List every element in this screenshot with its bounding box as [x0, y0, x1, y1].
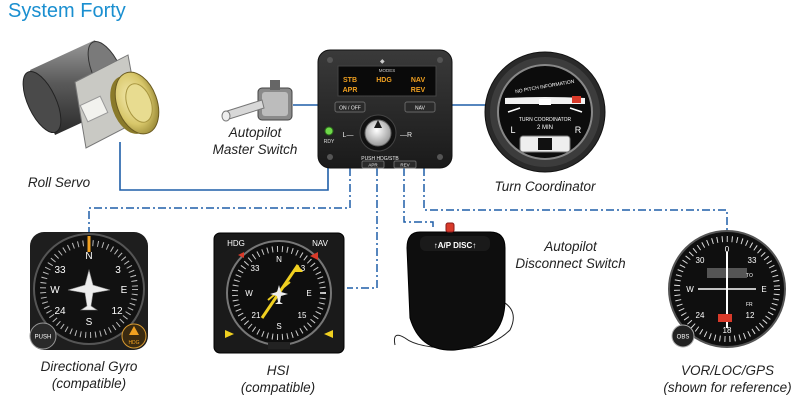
disconnect-caption: Autopilot Disconnect Switch — [515, 239, 626, 271]
tc-right: R — [575, 125, 582, 135]
nav-button[interactable]: NAV — [404, 101, 436, 113]
svg-text:HDG: HDG — [128, 340, 139, 346]
mode-hdg: HDG — [376, 77, 392, 84]
svg-text:33: 33 — [251, 264, 260, 273]
dg-hdg-knob[interactable]: HDG — [121, 323, 147, 349]
tc-label: TURN COORDINATOR — [519, 117, 572, 123]
autopilot-controller: ◆ MODES STB HDG NAV APR REV ON / OFF NAV… — [317, 49, 453, 169]
hsi-nav-label: NAV — [312, 239, 329, 248]
svg-text:12: 12 — [746, 311, 755, 320]
svg-text:15: 15 — [298, 311, 307, 320]
svg-text:W: W — [686, 285, 694, 294]
dashed-wires — [88, 168, 728, 289]
svg-text:E: E — [306, 289, 311, 298]
disconnect-label: ↑A/P DISC↑ — [434, 241, 477, 250]
dg-caption: Directional Gyro (compatible) — [40, 359, 138, 391]
svg-text:◆: ◆ — [380, 59, 385, 65]
turn-coordinator-caption: Turn Coordinator — [494, 179, 596, 194]
tc-left: L — [510, 125, 515, 135]
svg-text:ON / OFF: ON / OFF — [339, 106, 361, 112]
obs-knob[interactable]: OBS — [671, 324, 695, 348]
roll-servo-caption: Roll Servo — [27, 175, 91, 190]
heading-knob[interactable] — [359, 114, 397, 152]
svg-text:33: 33 — [748, 256, 757, 265]
svg-text:FR: FR — [746, 302, 753, 308]
hsi-hdg-label: HDG — [227, 239, 245, 248]
svg-text:3: 3 — [301, 264, 306, 273]
mode-stb: STB — [343, 77, 357, 84]
dg-push-knob[interactable]: PUSH — [29, 322, 57, 350]
svg-text:OBS: OBS — [677, 335, 690, 341]
push-label: PUSH HDG/STB — [361, 156, 399, 162]
svg-text:0: 0 — [725, 245, 730, 254]
svg-text:12: 12 — [111, 306, 123, 317]
svg-text:S: S — [86, 317, 93, 328]
solid-wires — [119, 104, 487, 191]
svg-text:N: N — [276, 255, 282, 264]
turn-coordinator: NO PITCH INFORMATION TURN COORDINATOR 2 … — [484, 51, 606, 173]
svg-text:24: 24 — [696, 311, 705, 320]
svg-text:21: 21 — [252, 311, 261, 320]
svg-text:18: 18 — [723, 326, 732, 335]
svg-text:3: 3 — [115, 265, 121, 276]
knob-left-label: L— — [343, 132, 354, 139]
svg-text:NAV: NAV — [415, 106, 426, 112]
on-off-button[interactable]: ON / OFF — [334, 101, 366, 113]
master-switch[interactable] — [221, 80, 293, 122]
ready-label: RDY — [324, 139, 335, 145]
svg-text:APR: APR — [368, 163, 378, 168]
modes-label: MODES — [379, 68, 396, 73]
apr-button[interactable]: APR — [361, 160, 385, 169]
svg-text:E: E — [121, 285, 128, 296]
svg-text:33: 33 — [54, 265, 66, 276]
svg-text:TO: TO — [746, 273, 753, 279]
ready-light — [324, 126, 334, 136]
hsi-caption: HSI (compatible) — [240, 363, 316, 395]
svg-text:24: 24 — [54, 306, 66, 317]
roll-servo — [22, 40, 160, 149]
master-switch-caption: Autopilot Master Switch — [212, 125, 298, 157]
disconnect-switch: ↑A/P DISC↑ — [394, 222, 514, 351]
svg-text:PUSH: PUSH — [35, 335, 52, 341]
vor-caption: VOR/LOC/GPS (shown for reference) — [663, 363, 792, 395]
mode-nav: NAV — [411, 77, 426, 84]
page-title: System Forty — [8, 0, 126, 22]
svg-text:S: S — [276, 322, 281, 331]
mode-apr: APR — [343, 87, 358, 94]
knob-right-label: —R — [400, 132, 412, 139]
tc-sub: 2 MIN — [537, 125, 553, 131]
svg-text:30: 30 — [696, 256, 705, 265]
svg-text:E: E — [761, 285, 766, 294]
svg-text:W: W — [50, 285, 60, 296]
directional-gyro: N 3 E 12 S 24 W 33 PUSH HDG — [29, 232, 148, 350]
svg-text:REV: REV — [400, 163, 409, 168]
disconnect-button[interactable] — [445, 222, 455, 233]
rev-button[interactable]: REV — [393, 160, 417, 169]
svg-text:W: W — [245, 289, 253, 298]
hsi: HDG NAV N E S W 3 33 15 21 — [213, 232, 345, 354]
mode-rev: REV — [411, 87, 426, 94]
vor-indicator: 0 33 E 12 18 24 W 30 TO FR OBS — [668, 230, 786, 348]
svg-text:N: N — [85, 251, 92, 262]
